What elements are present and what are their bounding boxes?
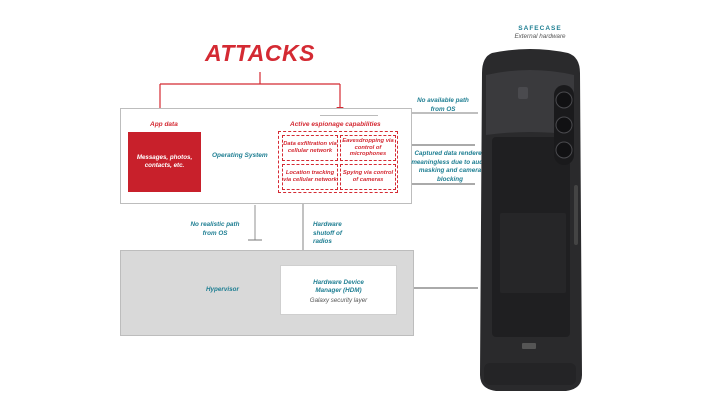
espionage-title: Active espionage capabilities [290, 121, 381, 128]
case-latch [518, 87, 528, 99]
capability-spying: Spying via control of cameras [340, 164, 396, 190]
capability-location-tracking: Location tracking via cellular network [282, 164, 338, 190]
hdm-box: Hardware Device Manager (HDM) Galaxy sec… [280, 265, 397, 315]
camera-blocker-lens-3 [555, 141, 573, 159]
case-side-rail [574, 185, 578, 245]
captured-data-text: Captured data rendered meaningless due t… [411, 150, 489, 183]
safecase-title: SAFECASE [518, 25, 562, 32]
case-inner-panel [500, 213, 566, 293]
case-top-housing [486, 70, 574, 135]
app-data-box: Messages, photos, contacts, etc. [128, 132, 201, 192]
capabilities-grid: Data exfiltration via cellular network E… [278, 131, 398, 193]
external-hardware-label: External hardware [514, 33, 566, 40]
bottom-edge [484, 363, 576, 385]
hdm-title: Hardware Device Manager (HDM) [313, 279, 364, 295]
no-available-path-text: No available path from OS [417, 97, 469, 113]
app-data-label: App data [150, 121, 178, 128]
attacks-bracket [160, 72, 340, 85]
no-realistic-path-text: No realistic path from OS [190, 221, 240, 237]
capability-data-exfiltration: Data exfiltration via cellular network [282, 135, 338, 161]
bottom-connector [522, 343, 536, 349]
attacks-title: ATTACKS [205, 40, 315, 66]
camera-blocker-lens-1 [555, 91, 573, 109]
camera-blocker-lens-2 [555, 116, 573, 134]
hypervisor-label: Hypervisor [206, 286, 239, 293]
operating-system-label: Operating System [212, 152, 268, 159]
safecase-device-image [480, 49, 582, 391]
espionage-divider [320, 115, 378, 116]
capability-eavesdropping: Eavesdropping via control of microphones [340, 135, 396, 161]
hardware-shutoff-text: Hardware shutoff of radios [313, 221, 342, 245]
hdm-subtitle: Galaxy security layer [309, 297, 368, 305]
